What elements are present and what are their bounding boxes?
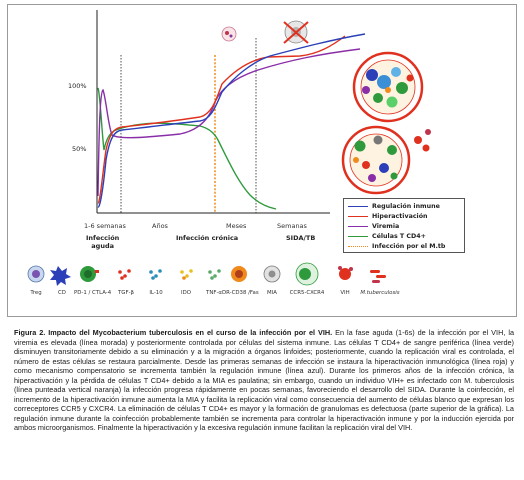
legend-swatch [348,215,368,217]
phase-label-chronic: Infección crónica [176,234,239,242]
dendritic-cell-icon [50,266,71,286]
cell-label: IL-10 [149,290,163,296]
series-line-hyperactivation [97,35,346,204]
legend-label: Células T CD4+ [372,232,426,240]
cell-label: Treg [30,290,42,296]
cell-label: IDO [181,290,191,296]
mia-icon [263,265,281,283]
y-tick-100: 100% [68,82,87,90]
cell-label: CCR5-CXCR4 [289,290,325,296]
x-tick-label: Meses [226,222,247,230]
dr-cd38-fas-icon [231,266,247,282]
phase-label-sida: SIDA/TB [286,234,316,242]
granuloma-illustration-bottom [341,125,411,195]
cell-label: VIH [340,290,350,296]
cell-label: M.tuberculosis [360,290,400,296]
legend-swatch [348,225,368,227]
cell-label: MIA [267,290,277,296]
caption-body: En la fase aguda (1-6s) de la infección … [14,328,514,433]
il10-icon [149,269,162,280]
legend-label: Regulación inmune [372,202,440,210]
ccr5-cxcr4-icon [295,262,319,286]
virus-cluster-icon [414,129,431,152]
legend-swatch [348,235,368,237]
cell-icon-top-left [221,26,237,42]
figure-caption: Figura 2. Impacto del Mycobacterium tube… [14,328,514,433]
pd1-ctla4-icon [80,266,99,282]
granuloma-illustration-top [352,51,424,123]
cell-label: TGF-β [118,290,134,296]
legend-swatch [348,245,368,247]
series-legend: Regulación inmune Hiperactivación Viremi… [343,198,465,253]
series-line-cd4 [97,87,277,210]
cell-label: CD [58,290,66,296]
cell-label: PD-1 / CTLA-4 [74,290,112,296]
cell-label: DR-CD38 /Fas [222,290,259,296]
vih-icon [338,266,353,280]
legend-swatch [348,205,368,207]
x-tick-label: 1-6 semanas [84,222,126,230]
series-line-regulation [97,33,366,208]
crossed-cell-icon [283,20,309,44]
legend-item-mtb: Infección por el M.tb [348,242,445,250]
y-tick-50: 50% [72,145,87,153]
legend-item-regulation: Regulación inmune [348,202,440,210]
legend-label: Viremia [372,222,400,230]
cell-label: TNF-α [206,290,222,296]
series-line-viremia [97,48,361,197]
figure-frame [7,4,517,317]
treg-icon [27,265,45,283]
tgf-beta-icon [118,269,131,280]
cell-legend-icons [27,262,386,286]
x-tick-label: Años [152,222,168,230]
legend-item-cd4: Células T CD4+ [348,232,426,240]
m-tuberculosis-icon [370,270,386,283]
legend-label: Hiperactivación [372,212,428,220]
legend-label: Infección por el M.tb [372,242,446,250]
legend-item-viremia: Viremia [348,222,399,230]
x-tick-label: Semanas [277,222,307,230]
ido-icon [180,269,193,280]
legend-item-hyperactivation: Hiperactivación [348,212,428,220]
tnf-alpha-icon [208,269,221,280]
phase-acute-line2: aguda [91,242,115,250]
phase-acute-line1: Infección [86,234,120,242]
caption-title: Figura 2. Impacto del Mycobacterium tube… [14,328,333,337]
phase-label-acute: Infección aguda [86,234,119,250]
chart-plot [27,10,431,286]
